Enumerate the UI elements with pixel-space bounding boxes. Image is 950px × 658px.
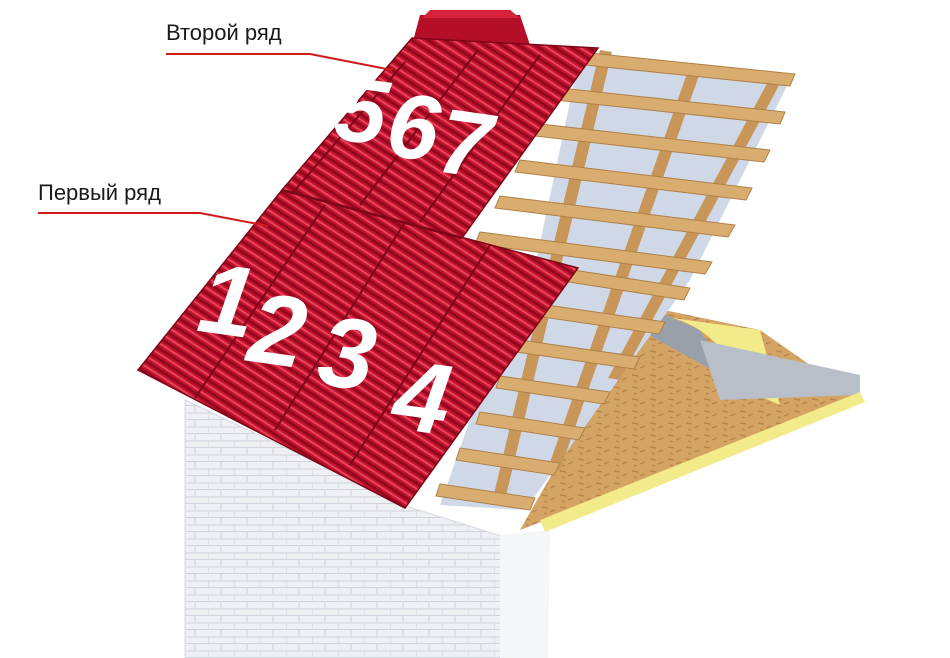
first-row-leader (38, 212, 269, 227)
gable-wall (184, 399, 550, 658)
callout-lines (38, 53, 393, 227)
second-row-sheets (280, 37, 600, 239)
second-row-label: Второй ряд (166, 20, 282, 45)
second-row-numbers: 5 6 7 (329, 57, 501, 198)
first-row-sheets (136, 188, 580, 509)
battens (435, 51, 796, 511)
second-row-leader (166, 53, 393, 71)
ridge-cap (412, 10, 530, 45)
first-row-label: Первый ряд (38, 180, 161, 205)
